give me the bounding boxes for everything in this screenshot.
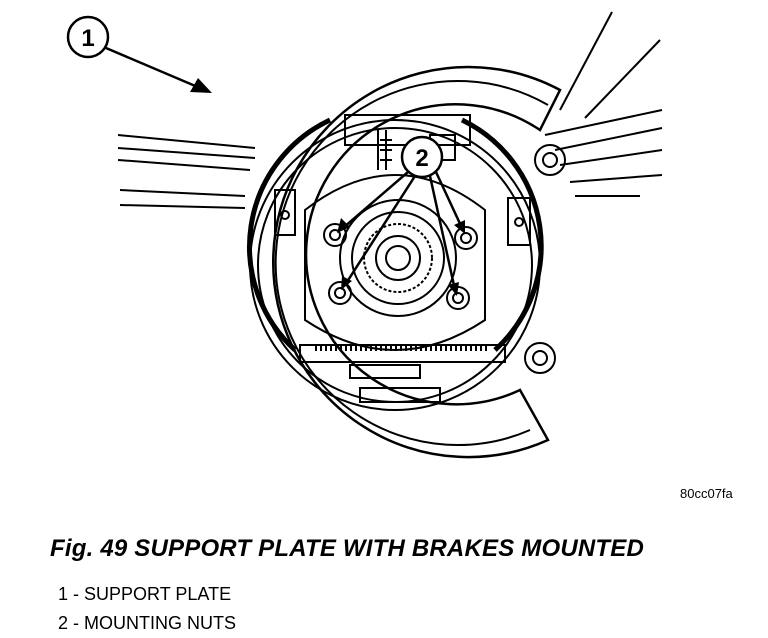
backing-plate (249, 119, 541, 411)
support-plate-rim (274, 80, 549, 446)
callout-2: 2 (337, 135, 465, 296)
brake-shoe-right (460, 117, 544, 352)
axle-housing (544, 11, 663, 197)
legend-item: 2 - MOUNTING NUTS (58, 613, 237, 633)
svg-text:1: 1 (81, 25, 94, 52)
hold-down-clip-left (274, 189, 296, 236)
legend: 1 - SUPPORT PLATE 2 - MOUNTING NUTS (58, 580, 236, 638)
axle-flange (304, 174, 486, 351)
brake-shoe-left (247, 117, 332, 352)
mounting-boss-upper (534, 144, 566, 176)
hub (339, 199, 457, 317)
legend-number: 1 (58, 584, 69, 604)
mounting-nut (323, 223, 347, 247)
mounting-nut (446, 286, 470, 310)
support-plate (272, 65, 562, 459)
callout-1: 1 (66, 15, 212, 93)
legend-label: SUPPORT PLATE (84, 584, 232, 604)
mounting-boss-lower (524, 342, 556, 374)
legend-label: MOUNTING NUTS (84, 613, 237, 633)
legend-item: 1 - SUPPORT PLATE (58, 584, 232, 604)
brake-support-plate-illustration: 1 2 (66, 11, 663, 459)
adjuster-bar (299, 344, 506, 403)
axle-shaft (117, 134, 256, 209)
mounting-nut (454, 226, 478, 250)
svg-text:2: 2 (415, 145, 428, 172)
figure-code: 80cc07fa (680, 486, 733, 501)
legend-number: 2 (58, 613, 69, 633)
mounting-nut (328, 281, 352, 305)
figure-caption: Fig. 49 SUPPORT PLATE WITH BRAKES MOUNTE… (50, 535, 645, 562)
hold-down-clip-right (507, 197, 531, 246)
